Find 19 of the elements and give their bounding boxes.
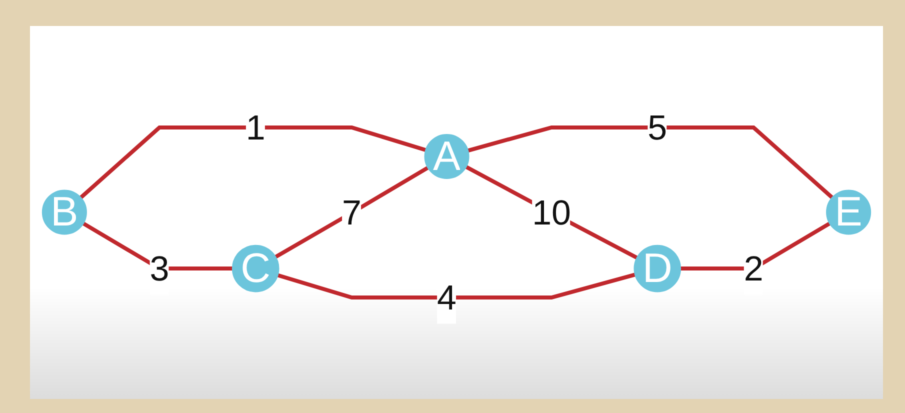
connector (464, 165, 638, 260)
edge-label: 2 (744, 248, 764, 288)
connector (680, 222, 831, 271)
node-circle: E (826, 190, 872, 235)
node-circle: A (424, 134, 470, 179)
connector (274, 166, 430, 259)
node-circle: C (232, 244, 280, 292)
edge-label: 7 (342, 192, 362, 233)
edge-label: 1 (246, 108, 266, 148)
connector (467, 125, 834, 200)
node-circle: B (42, 190, 87, 235)
edge-label: 10 (532, 192, 571, 233)
connector (276, 272, 636, 300)
edge-label: 5 (648, 108, 668, 148)
edge-label: 4 (437, 278, 457, 318)
node-circle: D (634, 244, 682, 292)
connector (79, 125, 427, 200)
connector (82, 222, 233, 271)
edge-label: 3 (150, 248, 170, 288)
